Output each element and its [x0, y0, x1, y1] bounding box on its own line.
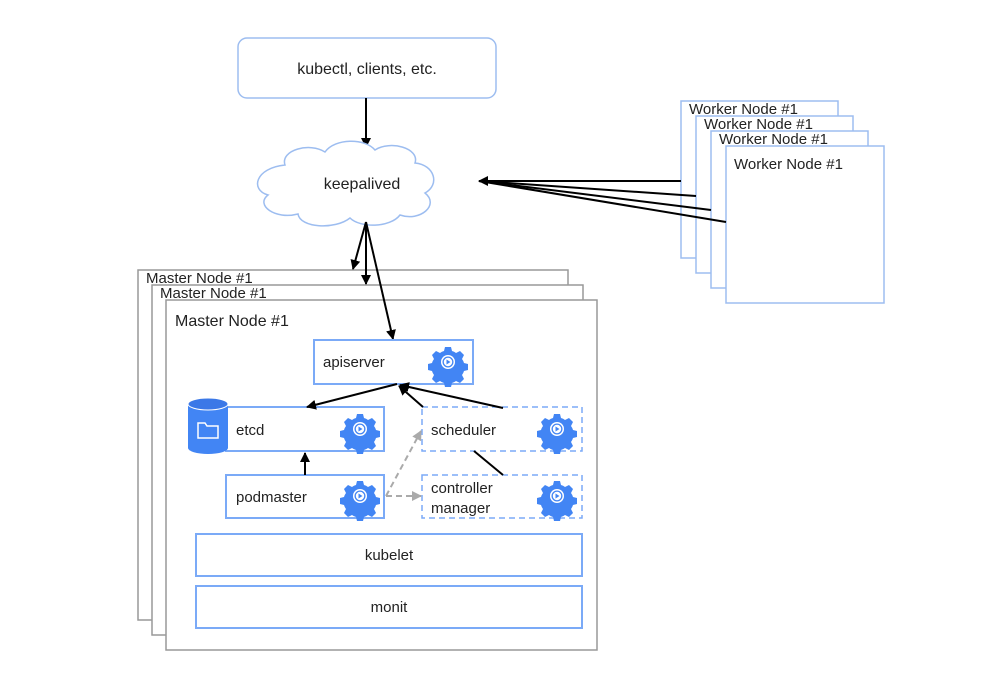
svg-text:Worker Node #1: Worker Node #1	[719, 131, 828, 148]
component-arrows	[300, 382, 504, 501]
worker-node-label: Worker Node #1	[734, 156, 843, 173]
master-node-label: Master Node #1	[175, 313, 289, 330]
controller-manager-label-line1: controller	[431, 480, 493, 497]
clients-label: kubectl, clients, etc.	[297, 61, 437, 78]
kubelet-box[interactable]: kubelet	[195, 533, 583, 577]
controller-manager-label-line2: manager	[431, 500, 490, 517]
gear-play-icon	[340, 414, 380, 454]
gear-play-icon	[340, 481, 380, 521]
apiserver-box[interactable]: apiserver	[313, 339, 474, 387]
gear-play-icon	[537, 414, 577, 454]
svg-text:Worker Node #1: Worker Node #1	[704, 116, 813, 133]
keepalived-label: keepalived	[324, 176, 401, 193]
etcd-box[interactable]: etcd	[225, 406, 385, 454]
scheduler-box[interactable]: scheduler	[421, 406, 583, 454]
monit-label: monit	[371, 599, 409, 616]
keepalived-to-master-arrows	[350, 221, 396, 340]
monit-box[interactable]: monit	[195, 585, 583, 629]
worker-node-stack: Worker Node #1 Worker Node #1 Worker Nod…	[680, 100, 885, 304]
kubelet-label: kubelet	[365, 547, 414, 564]
svg-text:Master Node #1: Master Node #1	[160, 285, 267, 302]
apiserver-label: apiserver	[323, 354, 385, 371]
worker-node-card-front[interactable]: Worker Node #1	[725, 145, 885, 304]
clients-box[interactable]: kubectl, clients, etc.	[237, 37, 497, 99]
database-folder-icon	[187, 397, 229, 454]
gear-play-icon	[537, 481, 577, 521]
podmaster-box[interactable]: podmaster	[225, 474, 385, 521]
etcd-label: etcd	[236, 422, 264, 439]
controller-manager-box[interactable]: controller manager	[421, 474, 583, 521]
scheduler-label: scheduler	[431, 422, 496, 439]
worker-to-keepalived-arrows	[478, 176, 727, 223]
svg-text:Master Node #1: Master Node #1	[146, 270, 253, 287]
podmaster-label: podmaster	[236, 489, 307, 506]
svg-text:Worker Node #1: Worker Node #1	[689, 101, 798, 118]
gear-play-icon	[428, 347, 468, 387]
keepalived-cloud[interactable]: keepalived	[256, 140, 435, 227]
